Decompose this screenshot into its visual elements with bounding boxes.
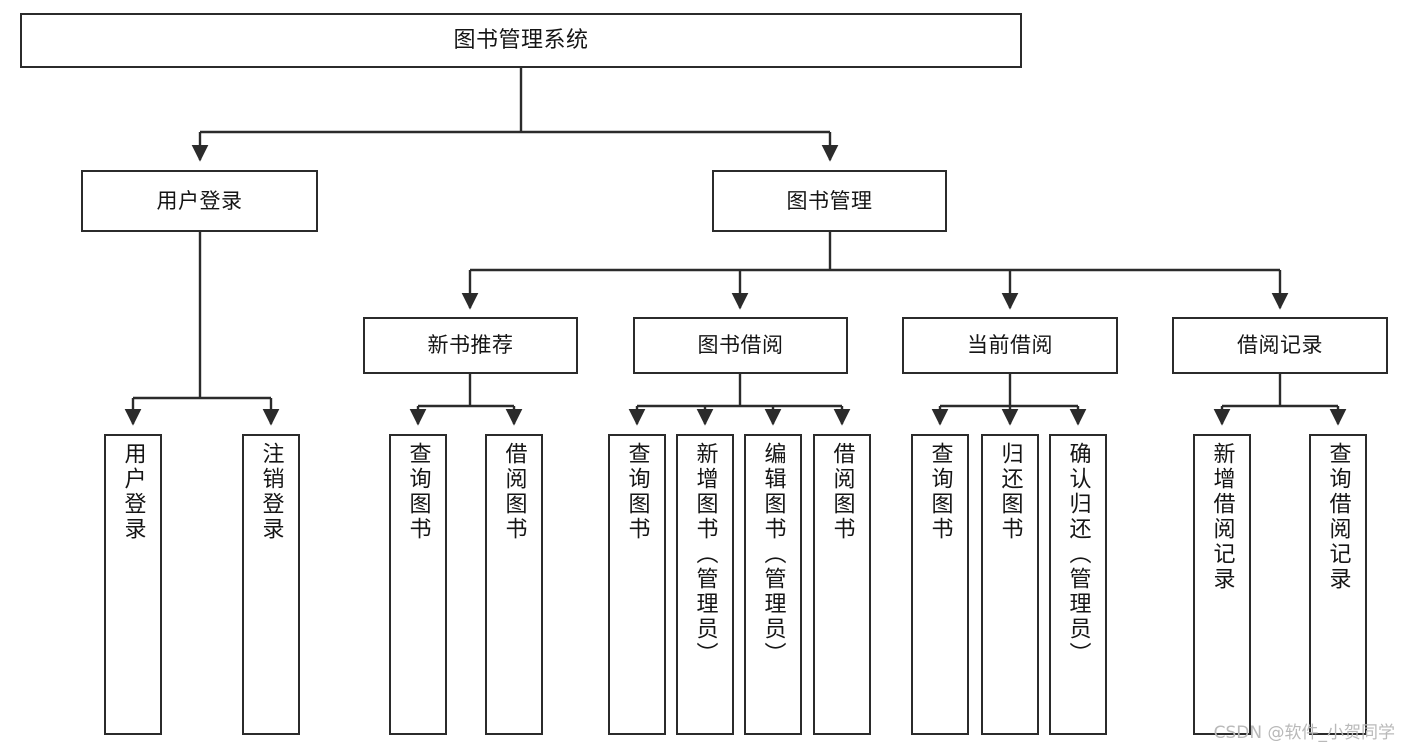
node-book-manage-label: 图书管理 xyxy=(786,188,873,213)
node-leaf-query-book-2-label: 查询图书 xyxy=(624,442,650,542)
node-current-borrow-label: 当前借阅 xyxy=(967,333,1053,358)
node-leaf-add-book[interactable]: 新增图书（管理员） xyxy=(676,434,734,735)
node-leaf-query-book-2[interactable]: 查询图书 xyxy=(608,434,666,735)
node-leaf-edit-book[interactable]: 编辑图书（管理员） xyxy=(744,434,802,735)
node-root[interactable]: 图书管理系统 xyxy=(20,13,1022,68)
node-leaf-logout-label: 注销登录 xyxy=(258,442,284,542)
node-leaf-query-book-3[interactable]: 查询图书 xyxy=(911,434,969,735)
node-leaf-query-record-label: 查询借阅记录 xyxy=(1325,442,1351,592)
node-leaf-user-login-label: 用户登录 xyxy=(120,442,146,542)
node-leaf-borrow-book-1-label: 借阅图书 xyxy=(501,442,527,542)
node-leaf-query-book-1-label: 查询图书 xyxy=(405,442,431,542)
node-user-login[interactable]: 用户登录 xyxy=(81,170,318,232)
node-leaf-query-book-3-label: 查询图书 xyxy=(927,442,953,542)
node-leaf-confirm-return-label: 确认归还（管理员） xyxy=(1065,442,1091,667)
node-leaf-user-login[interactable]: 用户登录 xyxy=(104,434,162,735)
node-leaf-add-record-label: 新增借阅记录 xyxy=(1209,442,1235,592)
node-user-login-label: 用户登录 xyxy=(156,188,243,213)
node-leaf-return-book[interactable]: 归还图书 xyxy=(981,434,1039,735)
node-leaf-borrow-book-2[interactable]: 借阅图书 xyxy=(813,434,871,735)
node-leaf-confirm-return[interactable]: 确认归还（管理员） xyxy=(1049,434,1107,735)
node-book-borrow[interactable]: 图书借阅 xyxy=(633,317,848,374)
node-leaf-borrow-book-2-label: 借阅图书 xyxy=(829,442,855,542)
watermark: CSDN @软件_小贺同学 xyxy=(1213,723,1395,743)
node-borrow-record-label: 借阅记录 xyxy=(1237,333,1323,358)
node-leaf-query-record[interactable]: 查询借阅记录 xyxy=(1309,434,1367,735)
node-new-book-rec[interactable]: 新书推荐 xyxy=(363,317,578,374)
node-leaf-borrow-book-1[interactable]: 借阅图书 xyxy=(485,434,543,735)
node-leaf-logout[interactable]: 注销登录 xyxy=(242,434,300,735)
node-current-borrow[interactable]: 当前借阅 xyxy=(902,317,1118,374)
node-root-label: 图书管理系统 xyxy=(453,27,589,53)
node-leaf-return-book-label: 归还图书 xyxy=(997,442,1023,542)
node-leaf-query-book-1[interactable]: 查询图书 xyxy=(389,434,447,735)
node-borrow-record[interactable]: 借阅记录 xyxy=(1172,317,1388,374)
node-leaf-add-book-label: 新增图书（管理员） xyxy=(692,442,718,667)
node-book-borrow-label: 图书借阅 xyxy=(697,333,784,358)
node-book-manage[interactable]: 图书管理 xyxy=(712,170,947,232)
node-new-book-rec-label: 新书推荐 xyxy=(427,333,514,358)
node-leaf-add-record[interactable]: 新增借阅记录 xyxy=(1193,434,1251,735)
node-leaf-edit-book-label: 编辑图书（管理员） xyxy=(760,442,786,667)
